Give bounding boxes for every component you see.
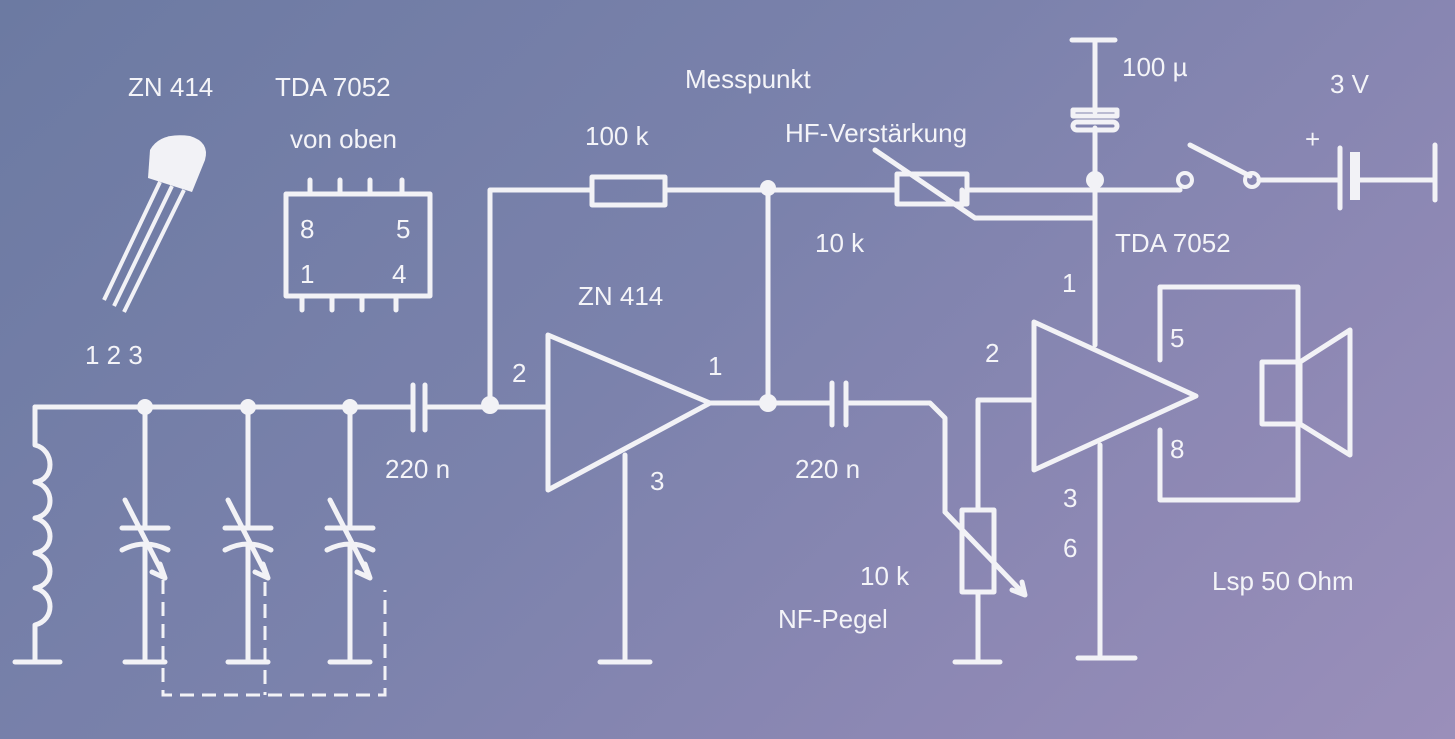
tda7052-amplifier: TDA 7052 1 2 5 8 3 6: [985, 228, 1301, 661]
tda-pin-8: 8: [300, 214, 314, 244]
messpunkt-label: Messpunkt: [685, 64, 811, 94]
zn414-amplifier: ZN 414 2 1 3: [512, 185, 835, 665]
top-rail: 100 k Messpunkt HF-Verstärkung 10 k: [481, 64, 1183, 414]
input-tank-circuit: [12, 399, 416, 697]
tda-pin-1-label: 1: [1062, 268, 1076, 298]
hf-pot-value: 10 k: [815, 228, 865, 258]
zn414-pin-3: 3: [650, 466, 664, 496]
tda-pin-8-label: 8: [1170, 434, 1184, 464]
coupling-capacitor-value: 220 n: [795, 454, 860, 484]
nf-level-label: NF-Pegel: [778, 604, 888, 634]
tda7052-package-sublabel: von oben: [290, 124, 397, 154]
tda-pin-2-label: 2: [985, 338, 999, 368]
tda-pin-5: 5: [396, 214, 410, 244]
tda7052-label: TDA 7052: [1115, 228, 1231, 258]
speaker: Lsp 50 Ohm: [1212, 327, 1354, 596]
zn414-pin-numbers: 1 2 3: [85, 340, 143, 370]
tda-pin-5-label: 5: [1170, 323, 1184, 353]
zn414-pin-1: 1: [708, 351, 722, 381]
zn414-pin-2: 2: [512, 358, 526, 388]
tda7052-package-drawing: TDA 7052 von oben 8 5 1 4: [275, 72, 433, 313]
ganged-tuning-link: [161, 580, 387, 697]
zn414-label: ZN 414: [578, 281, 663, 311]
battery-voltage: 3 V: [1330, 69, 1370, 99]
supply-capacitor-value: 100 µ: [1122, 52, 1188, 82]
feedback-resistor-value: 100 k: [585, 121, 650, 151]
zn414-package-drawing: ZN 414 1 2 3: [85, 72, 213, 370]
speaker-label: Lsp 50 Ohm: [1212, 566, 1354, 596]
tuning-capacitor-2: [222, 404, 274, 665]
power-switch: [1176, 142, 1341, 189]
hf-gain-label: HF-Verstärkung: [785, 118, 967, 148]
input-capacitor: 220 n: [385, 382, 551, 484]
tda-pin-3-label: 3: [1063, 483, 1077, 513]
nf-pot-value: 10 k: [860, 561, 910, 591]
audio-coupling: 220 n 10 k NF-Pegel: [778, 380, 1035, 665]
power-supply: 100 µ + 3 V: [1069, 37, 1438, 348]
tuning-capacitor-3: [324, 404, 376, 665]
battery: + 3 V: [1305, 69, 1438, 211]
tuning-capacitor-1: [119, 404, 171, 665]
tda-pin-1: 1: [300, 259, 314, 289]
battery-plus-sign: +: [1305, 124, 1320, 154]
zn414-package-label: ZN 414: [128, 72, 213, 102]
tda7052-package-label: TDA 7052: [275, 72, 391, 102]
tda-pin-6-label: 6: [1063, 533, 1077, 563]
input-capacitor-value: 220 n: [385, 454, 450, 484]
tda-pin-4: 4: [392, 259, 406, 289]
